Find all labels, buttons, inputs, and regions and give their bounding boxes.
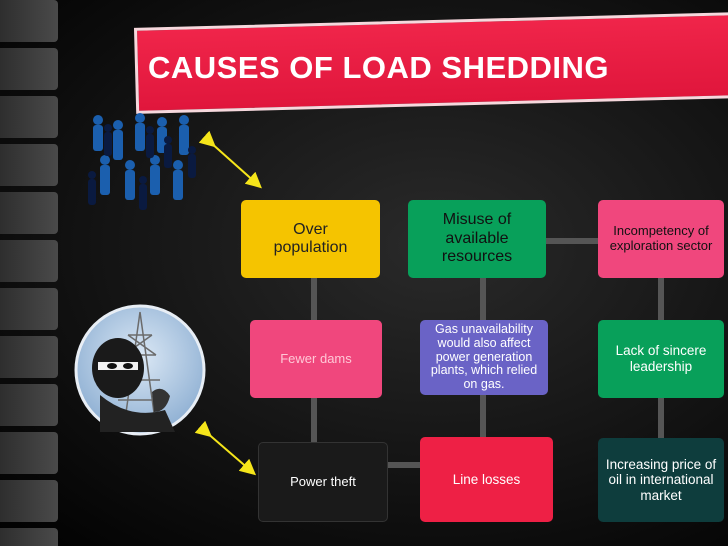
box-misuse-resources: Misuse of available resources [408, 200, 546, 278]
box-gas-unavailability: Gas unavailability would also affect pow… [420, 320, 548, 395]
connector [311, 398, 317, 442]
connector [658, 398, 664, 438]
box-incompetency: Incompetency of exploration sector [598, 200, 724, 278]
decor-tile [0, 96, 58, 138]
decor-tile [0, 144, 58, 186]
connector [480, 395, 486, 437]
decor-tile [0, 384, 58, 426]
connector [546, 238, 598, 244]
box-oil-price: Increasing price of oil in international… [598, 438, 724, 522]
decor-tile [0, 480, 58, 522]
box-lack-leadership: Lack of sincere leadership [598, 320, 724, 398]
decor-tile [0, 288, 58, 330]
box-line-losses: Line losses [420, 437, 553, 522]
connector [311, 278, 317, 320]
connector [658, 278, 664, 320]
box-power-theft: Power theft [258, 442, 388, 522]
slide-title: CAUSES OF LOAD SHEDDING [148, 50, 610, 85]
decor-tile [0, 240, 58, 282]
left-tile-strip [0, 0, 70, 546]
connector [388, 462, 420, 468]
decor-tile [0, 192, 58, 234]
decor-tile [0, 432, 58, 474]
decor-tile [0, 336, 58, 378]
box-over-population: Over population [241, 200, 380, 278]
decor-tile [0, 0, 58, 42]
connector [480, 278, 486, 320]
decor-tile [0, 48, 58, 90]
box-fewer-dams: Fewer dams [250, 320, 382, 398]
decor-tile [0, 528, 58, 546]
